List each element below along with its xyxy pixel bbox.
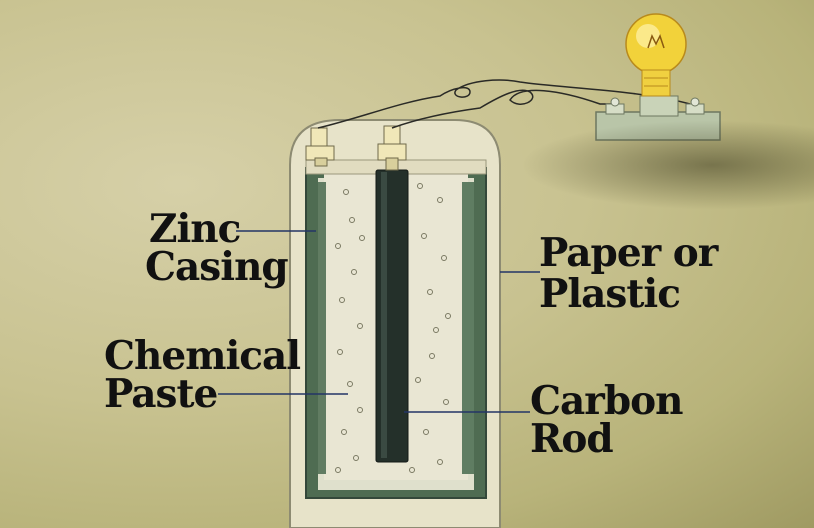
label-chemical-line1: Chemical xyxy=(104,333,301,379)
label-zinc-line2: Casing xyxy=(145,244,289,290)
terminal-left xyxy=(305,127,335,167)
wire-from-center xyxy=(391,89,612,129)
carbon-rod-highlight xyxy=(381,172,387,458)
lamp-base xyxy=(595,95,721,141)
label-chemical-line2: Paste xyxy=(104,371,218,417)
label-carbon-line2: Rod xyxy=(530,416,614,462)
wire-from-left xyxy=(317,79,691,129)
paste-liner xyxy=(462,182,474,474)
terminal-center xyxy=(377,125,407,171)
light-bulb xyxy=(625,13,687,97)
label-zinc-line1: Zinc xyxy=(149,206,241,252)
carbon-rod xyxy=(375,169,409,463)
label-paper-line1: Paper or xyxy=(539,230,718,276)
label-paper-line2: Plastic xyxy=(539,271,681,317)
paste-dots xyxy=(335,183,451,473)
label-carbon-line1: Carbon xyxy=(530,378,683,424)
paste-liner-left xyxy=(318,182,326,474)
